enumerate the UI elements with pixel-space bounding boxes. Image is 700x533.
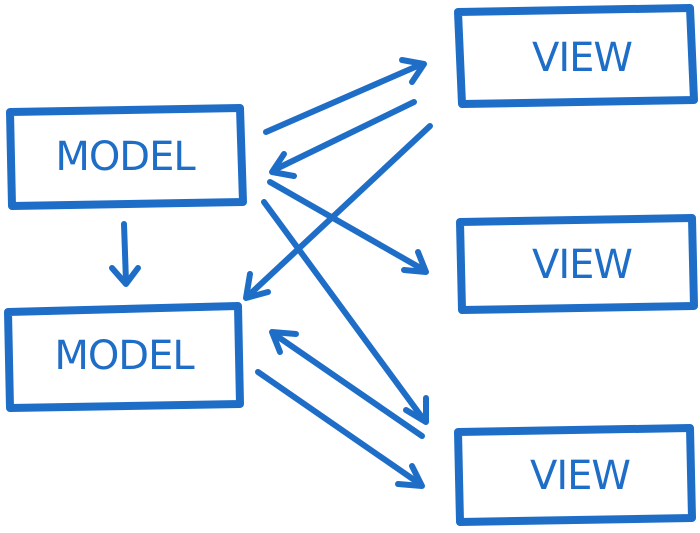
arrow-model-top-to-view-bottom	[261, 199, 429, 425]
arrow-view-top-to-model-bottom	[243, 123, 433, 301]
view-middle-label: VIEW	[532, 242, 632, 288]
view-top-label: VIEW	[532, 35, 632, 81]
model-bottom-label: MODEL	[54, 333, 195, 379]
view-bottom-label: VIEW	[530, 453, 630, 499]
arrow-model-top-to-view-middle	[267, 179, 429, 275]
node-view-bottom: VIEW	[454, 424, 696, 526]
node-view-top: VIEW	[454, 4, 698, 108]
arrow-view-bottom-to-model-bottom	[269, 329, 425, 439]
node-view-middle: VIEW	[456, 214, 698, 314]
node-model-top: MODEL	[6, 104, 247, 210]
arrow-model-top-to-view-top	[263, 57, 427, 135]
arrow-model-top-to-model-bottom	[109, 221, 141, 287]
model-top-label: MODEL	[55, 134, 196, 180]
arrow-model-bottom-to-view-bottom	[255, 369, 425, 489]
arrow-view-top-to-model-top	[269, 99, 417, 179]
node-model-bottom: MODEL	[4, 302, 244, 412]
